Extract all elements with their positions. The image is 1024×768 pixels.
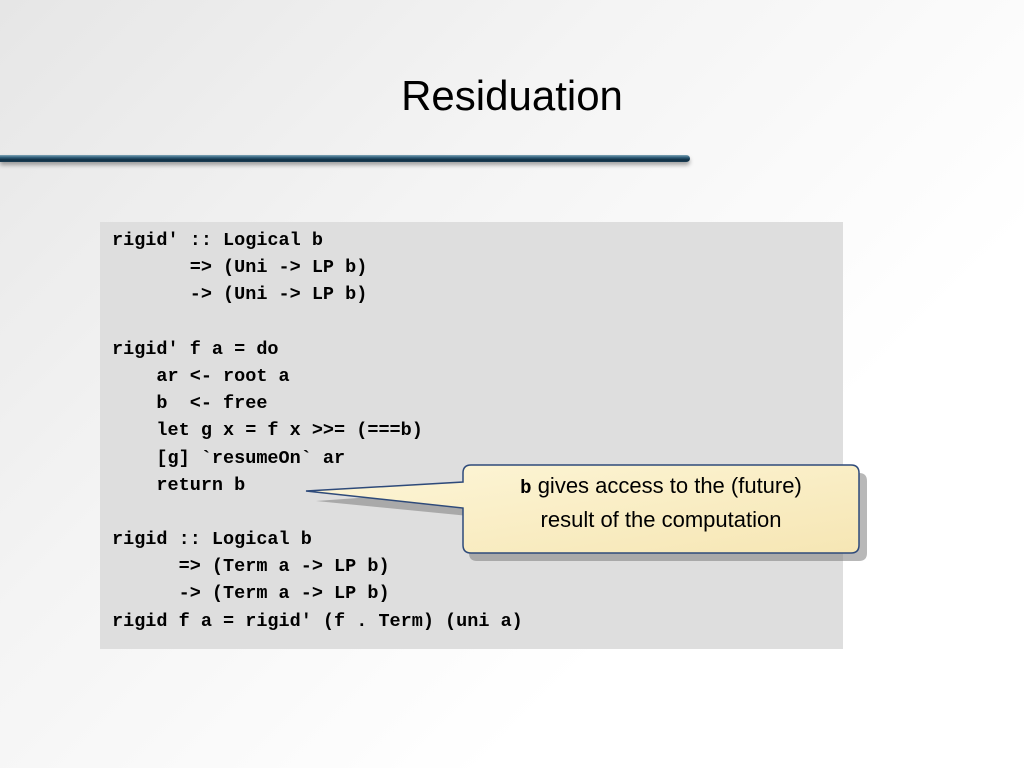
code-line: b <- free	[112, 393, 268, 415]
code-line: rigid f a = rigid' (f . Term) (uni a)	[112, 610, 523, 632]
code-listing: rigid' :: Logical b => (Uni -> LP b) -> …	[112, 227, 523, 635]
code-line: rigid' f a = do	[112, 338, 279, 360]
code-line: rigid' :: Logical b	[112, 230, 323, 251]
code-line: let g x = f x >>= (===b)	[112, 420, 423, 442]
code-line: -> (Uni -> LP b)	[112, 284, 368, 306]
code-line	[112, 309, 523, 336]
callout-line-1-text: gives access to the (future)	[531, 473, 802, 498]
code-block: rigid' :: Logical b => (Uni -> LP b) -> …	[100, 222, 843, 649]
slide-title: Residuation	[401, 72, 623, 119]
title-divider-bar	[0, 155, 690, 162]
code-line: => (Uni -> LP b)	[112, 257, 368, 279]
callout-line-1: b gives access to the (future)	[466, 470, 856, 504]
code-line	[112, 499, 523, 526]
code-line: rigid :: Logical b	[112, 529, 312, 551]
code-line: return b	[112, 474, 246, 496]
code-line: => (Term a -> LP b)	[112, 556, 390, 578]
code-line: -> (Term a -> LP b)	[112, 583, 390, 605]
callout-text: b gives access to the (future) result of…	[466, 470, 856, 550]
callout-code-term: b	[520, 477, 532, 499]
code-line: [g] `resumeOn` ar	[112, 447, 346, 469]
callout-line-2: result of the computation	[540, 507, 782, 532]
code-line: ar <- root a	[112, 365, 290, 387]
